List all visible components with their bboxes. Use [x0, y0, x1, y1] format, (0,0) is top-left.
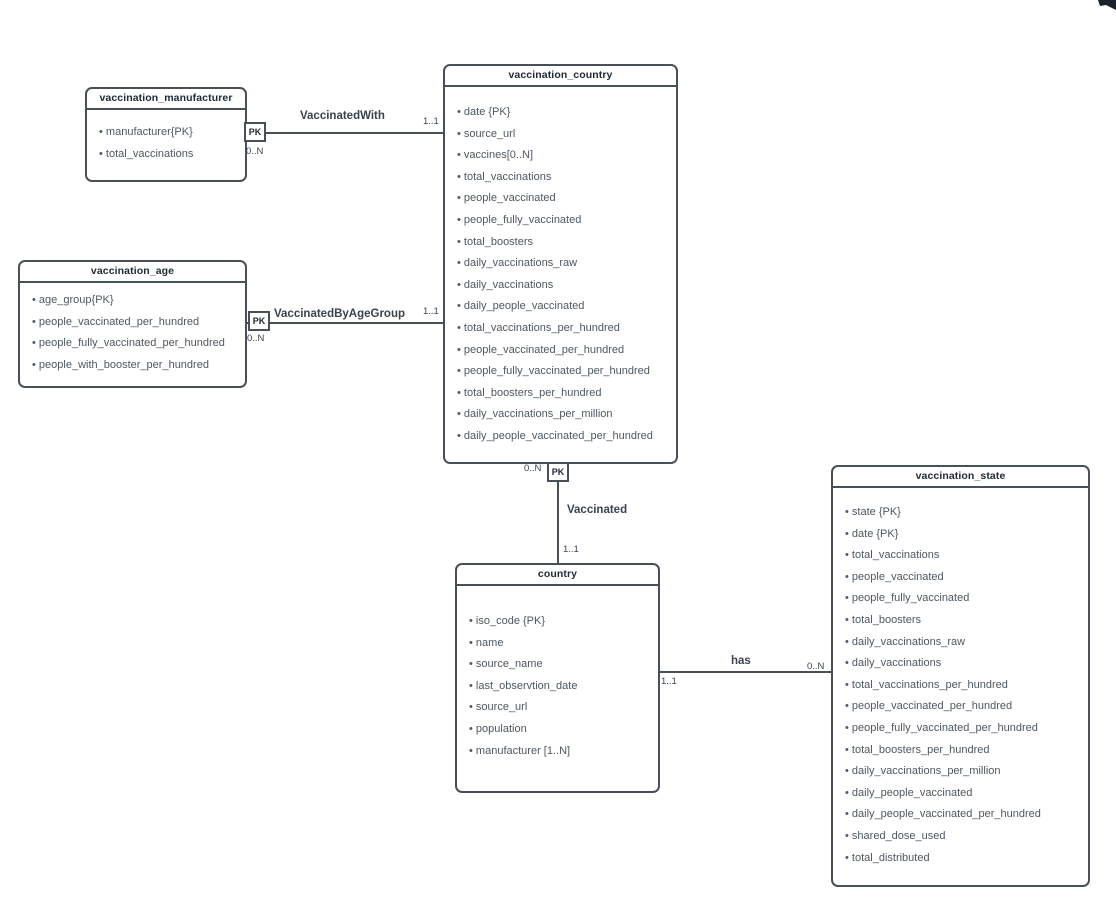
- relationship-line-vaccinatedbyagegroup[interactable]: [247, 322, 443, 324]
- entity-vaccination-country[interactable]: vaccination_country date {PK} source_url…: [443, 64, 678, 464]
- entity-attribute: daily_people_vaccinated_per_hundred: [845, 804, 1080, 826]
- entity-attribute: daily_people_vaccinated: [457, 296, 668, 318]
- relationship-label-vaccinated[interactable]: Vaccinated: [567, 504, 628, 516]
- attribute-list: date {PK} source_url vaccines[0..N] tota…: [445, 87, 676, 448]
- entity-attribute: total_boosters: [457, 232, 668, 254]
- entity-title: vaccination_age: [20, 262, 245, 283]
- entity-attribute: people_fully_vaccinated_per_hundred: [457, 361, 668, 383]
- relationship-label-vaccinatedbyagegroup[interactable]: VaccinatedByAgeGroup: [274, 308, 406, 320]
- cursor-arrow-icon: [1098, 0, 1116, 10]
- entity-attribute: daily_people_vaccinated_per_hundred: [457, 426, 668, 448]
- cardinality-vaccinated-target[interactable]: 1..1: [563, 544, 579, 555]
- entity-attribute: people_vaccinated_per_hundred: [845, 696, 1080, 718]
- entity-attribute: people_fully_vaccinated: [457, 210, 668, 232]
- entity-attribute: people_fully_vaccinated: [845, 588, 1080, 610]
- entity-attribute: total_boosters_per_hundred: [845, 740, 1080, 762]
- entity-attribute: people_vaccinated: [845, 567, 1080, 589]
- attribute-list: age_group{PK} people_vaccinated_per_hund…: [20, 283, 245, 376]
- entity-attribute: people_fully_vaccinated_per_hundred: [32, 333, 237, 355]
- entity-vaccination-state[interactable]: vaccination_state state {PK} date {PK} t…: [831, 465, 1090, 887]
- attribute-list: iso_code {PK} name source_name last_obse…: [457, 586, 658, 762]
- entity-attribute: daily_vaccinations: [845, 653, 1080, 675]
- entity-attribute: iso_code {PK}: [469, 611, 650, 633]
- attribute-list: state {PK} date {PK} total_vaccinations …: [833, 488, 1088, 869]
- entity-attribute: daily_vaccinations_raw: [457, 253, 668, 275]
- entity-vaccination-age[interactable]: vaccination_age age_group{PK} people_vac…: [18, 260, 247, 388]
- entity-attribute: last_observtion_date: [469, 676, 650, 698]
- entity-attribute: date {PK}: [845, 524, 1080, 546]
- entity-attribute: people_with_booster_per_hundred: [32, 355, 237, 377]
- entity-attribute: daily_vaccinations: [457, 275, 668, 297]
- entity-attribute: source_url: [469, 697, 650, 719]
- entity-attribute: people_vaccinated_per_hundred: [457, 340, 668, 362]
- entity-attribute: source_name: [469, 654, 650, 676]
- entity-attribute: total_distributed: [845, 848, 1080, 870]
- entity-attribute: daily_vaccinations_per_million: [457, 404, 668, 426]
- entity-attribute: total_boosters: [845, 610, 1080, 632]
- entity-attribute: total_vaccinations: [845, 545, 1080, 567]
- cardinality-vaccinatedbyagegroup-target[interactable]: 1..1: [423, 306, 439, 317]
- entity-attribute: people_fully_vaccinated_per_hundred: [845, 718, 1080, 740]
- relationship-line-has[interactable]: [660, 671, 831, 673]
- entity-attribute: name: [469, 633, 650, 655]
- entity-attribute: total_boosters_per_hundred: [457, 383, 668, 405]
- entity-attribute: daily_people_vaccinated: [845, 783, 1080, 805]
- entity-attribute: manufacturer{PK}: [99, 122, 237, 144]
- pk-marker-vaccinatedwith[interactable]: PK: [244, 122, 266, 142]
- entity-attribute: age_group{PK}: [32, 290, 237, 312]
- relationship-label-has[interactable]: has: [731, 655, 751, 667]
- relationship-label-vaccinatedwith[interactable]: VaccinatedWith: [300, 110, 385, 122]
- entity-attribute: people_vaccinated_per_hundred: [32, 312, 237, 334]
- entity-title: vaccination_country: [445, 66, 676, 87]
- cardinality-vaccinatedbyagegroup-source[interactable]: 0..N: [247, 333, 265, 344]
- pk-marker-vaccinatedbyagegroup[interactable]: PK: [248, 311, 270, 331]
- pk-marker-vaccinated[interactable]: PK: [547, 462, 569, 482]
- entity-country[interactable]: country iso_code {PK} name source_name l…: [455, 563, 660, 793]
- cardinality-vaccinated-source[interactable]: 0..N: [524, 463, 542, 474]
- entity-vaccination-manufacturer[interactable]: vaccination_manufacturer manufacturer{PK…: [85, 87, 247, 182]
- relationship-line-vaccinatedwith[interactable]: [247, 132, 443, 134]
- entity-attribute: vaccines[0..N]: [457, 145, 668, 167]
- cardinality-has-target[interactable]: 0..N: [807, 661, 825, 672]
- entity-attribute: people_vaccinated: [457, 188, 668, 210]
- entity-attribute: manufacturer [1..N]: [469, 741, 650, 763]
- entity-title: vaccination_manufacturer: [87, 89, 245, 110]
- attribute-list: manufacturer{PK} total_vaccinations: [87, 110, 245, 165]
- entity-attribute: daily_vaccinations_per_million: [845, 761, 1080, 783]
- cardinality-vaccinatedwith-source[interactable]: 0..N: [246, 146, 264, 157]
- entity-attribute: daily_vaccinations_raw: [845, 632, 1080, 654]
- cardinality-has-source[interactable]: 1..1: [661, 676, 677, 687]
- entity-attribute: total_vaccinations: [99, 144, 237, 166]
- entity-attribute: total_vaccinations: [457, 167, 668, 189]
- entity-attribute: source_url: [457, 124, 668, 146]
- entity-attribute: shared_dose_used: [845, 826, 1080, 848]
- entity-title: vaccination_state: [833, 467, 1088, 488]
- entity-attribute: total_vaccinations_per_hundred: [845, 675, 1080, 697]
- entity-attribute: population: [469, 719, 650, 741]
- entity-attribute: state {PK}: [845, 502, 1080, 524]
- entity-attribute: date {PK}: [457, 102, 668, 124]
- cardinality-vaccinatedwith-target[interactable]: 1..1: [423, 116, 439, 127]
- entity-title: country: [457, 565, 658, 586]
- relationship-line-vaccinated[interactable]: [557, 464, 559, 563]
- entity-attribute: total_vaccinations_per_hundred: [457, 318, 668, 340]
